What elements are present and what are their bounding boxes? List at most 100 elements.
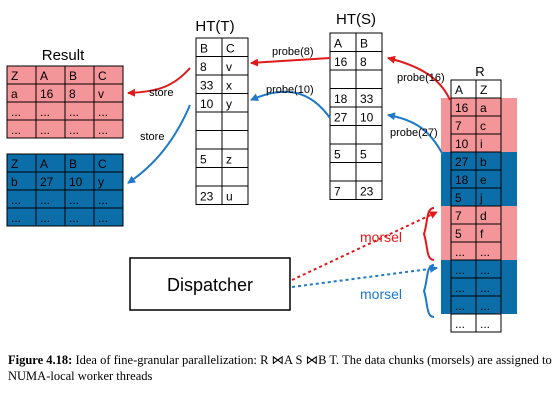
ht-s-cell-text: 8 (360, 55, 367, 69)
probe-27-arrow (387, 112, 444, 156)
ht-t-cell-text: C (226, 42, 235, 56)
r-cell-text: a (480, 101, 487, 115)
result-red-cell-text: 16 (40, 87, 54, 101)
result-red-cell-text: ... (69, 123, 79, 137)
ht-s-cell-text: B (360, 37, 368, 51)
r-cell-text: Z (480, 83, 487, 97)
ht-s-cell-text: 23 (360, 185, 374, 199)
ht-s-cell (355, 125, 383, 145)
r-cell-text: 5 (455, 227, 462, 241)
result-blue-cell-text: ... (69, 193, 79, 207)
r-cell (475, 313, 502, 333)
result-red-cell-text: ... (40, 123, 50, 137)
ht-s-cell-text: 18 (334, 92, 348, 106)
probe-27-label: probe(27) (390, 127, 438, 139)
result-blue-cell-text: ... (40, 193, 50, 207)
ht-s-cell-text: 7 (334, 185, 341, 199)
ht-s-cell (355, 69, 383, 89)
ht-t-cell-text: 33 (200, 79, 214, 93)
result-red-cell-text: B (69, 69, 77, 83)
r-cell-text: 7 (455, 119, 462, 133)
result-title: Result (42, 47, 85, 64)
r-title: R (475, 64, 484, 79)
ht-s-cell-text: 33 (360, 92, 374, 106)
ht-t-cell-text: 10 (200, 97, 214, 111)
result-red-cell-text: ... (40, 105, 50, 119)
ht-t-cell (195, 167, 223, 187)
caption-label: Figure 4.18: (8, 353, 73, 367)
result-blue-cell-text: ... (69, 211, 79, 225)
result-red-cell-text: v (98, 87, 104, 101)
store-red-arrow (127, 67, 191, 97)
r-cell-text: ... (480, 299, 490, 313)
ht-s-cell-text: 16 (334, 55, 348, 69)
ht-s-cell-text: A (334, 37, 342, 51)
ht-t-cell (221, 111, 249, 131)
r-cell-text: e (480, 173, 487, 187)
result-red-cell-text: ... (69, 105, 79, 119)
result-red-cell-text: ... (11, 105, 21, 119)
r-cell-text: ... (455, 263, 465, 277)
r-cell-text: ... (480, 263, 490, 277)
dispatch-blue-arrow (291, 264, 438, 288)
ht-s-cell (329, 125, 357, 145)
r-cell-text: 10 (455, 137, 469, 151)
result-blue-cell-text: ... (40, 211, 50, 225)
ht-s-cell (355, 180, 383, 200)
store-blue-label: store (140, 131, 164, 143)
r-cell-text: b (480, 155, 487, 169)
ht-t-cell (221, 185, 249, 205)
result-blue-cell (93, 207, 124, 227)
ht-t-cell (221, 167, 249, 187)
r-cell-text: 27 (455, 155, 469, 169)
result-blue-cell-text: ... (11, 193, 21, 207)
ht-s-cell-text: 27 (334, 111, 348, 125)
probe-10-label: probe(10) (266, 84, 314, 96)
result-blue-cell-text: ... (11, 211, 21, 225)
ht-t-cell (221, 130, 249, 150)
result-red-cell-text: A (40, 69, 48, 83)
ht-s-cell-text: 5 (360, 148, 367, 162)
r-cell-text: 18 (455, 173, 469, 187)
ht-t-cell-text: B (200, 42, 208, 56)
ht-s-cell-text: 10 (360, 111, 374, 125)
morsel-blue-label: morsel (360, 286, 402, 302)
result-blue-cell-text: B (69, 157, 77, 171)
dispatcher-label: Dispatcher (167, 275, 253, 295)
result-red-cell-text: 8 (69, 87, 76, 101)
ht-s-title: HT(S) (336, 11, 376, 28)
store-blue-arrow (127, 104, 191, 184)
result-red-cell (93, 119, 124, 139)
result-blue-cell-text: Z (11, 157, 18, 171)
ht-t-cell-text: u (226, 190, 233, 204)
dispatcher-box (129, 257, 291, 311)
probe-10-arrow (250, 90, 331, 119)
r-cell-text: ... (480, 281, 490, 295)
result-red-cell-text: ... (98, 123, 108, 137)
r-cell-text: f (480, 227, 484, 241)
ht-s-cell (329, 162, 357, 182)
r-cell-text: A (455, 83, 463, 97)
r-cell-text: ... (480, 317, 490, 331)
r-cell-text: d (480, 209, 487, 223)
result-blue-cell-text: ... (98, 211, 108, 225)
result-red-cell-text: C (98, 69, 107, 83)
r-cell-text: ... (455, 299, 465, 313)
ht-s-cell (329, 69, 357, 89)
r-cell-text: ... (455, 281, 465, 295)
ht-s-cell-text: 5 (334, 148, 341, 162)
ht-t-cell-text: v (226, 60, 232, 74)
store-red-label: store (149, 87, 173, 99)
result-red-cell-text: ... (11, 123, 21, 137)
morsel-red-label: morsel (360, 229, 402, 245)
r-cell-text: 5 (455, 191, 462, 205)
probe-8-label: probe(8) (272, 46, 314, 58)
result-blue-cell-text: C (98, 157, 107, 171)
r-cell-text: 16 (455, 101, 469, 115)
r-cell-text: 7 (455, 209, 462, 223)
